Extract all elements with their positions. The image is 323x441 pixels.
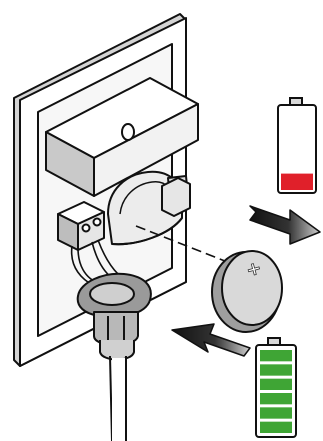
terminal-block-right xyxy=(162,178,190,216)
gland-top xyxy=(90,283,134,305)
cable-edge-left xyxy=(110,356,112,441)
coin-cell: + xyxy=(212,251,282,332)
battery-full-segment xyxy=(260,393,292,404)
device-screw-hole xyxy=(122,124,134,140)
gland-cap xyxy=(100,340,134,360)
battery-full-segment xyxy=(260,407,292,418)
battery-depleted-charge xyxy=(281,174,313,190)
terminal-screw-1 xyxy=(83,225,90,232)
cable xyxy=(110,356,126,441)
remove-arrow xyxy=(250,206,320,244)
battery-full-segment xyxy=(260,422,292,433)
battery-full-segment xyxy=(260,350,292,361)
battery-icon-full xyxy=(256,338,296,437)
battery-full-segment xyxy=(260,364,292,375)
battery-icon-depleted xyxy=(278,98,316,193)
battery-full-segment xyxy=(260,379,292,390)
terminal-screw-2 xyxy=(94,219,101,226)
remove-arrow-shape xyxy=(250,206,320,244)
cable-fill xyxy=(112,358,125,441)
